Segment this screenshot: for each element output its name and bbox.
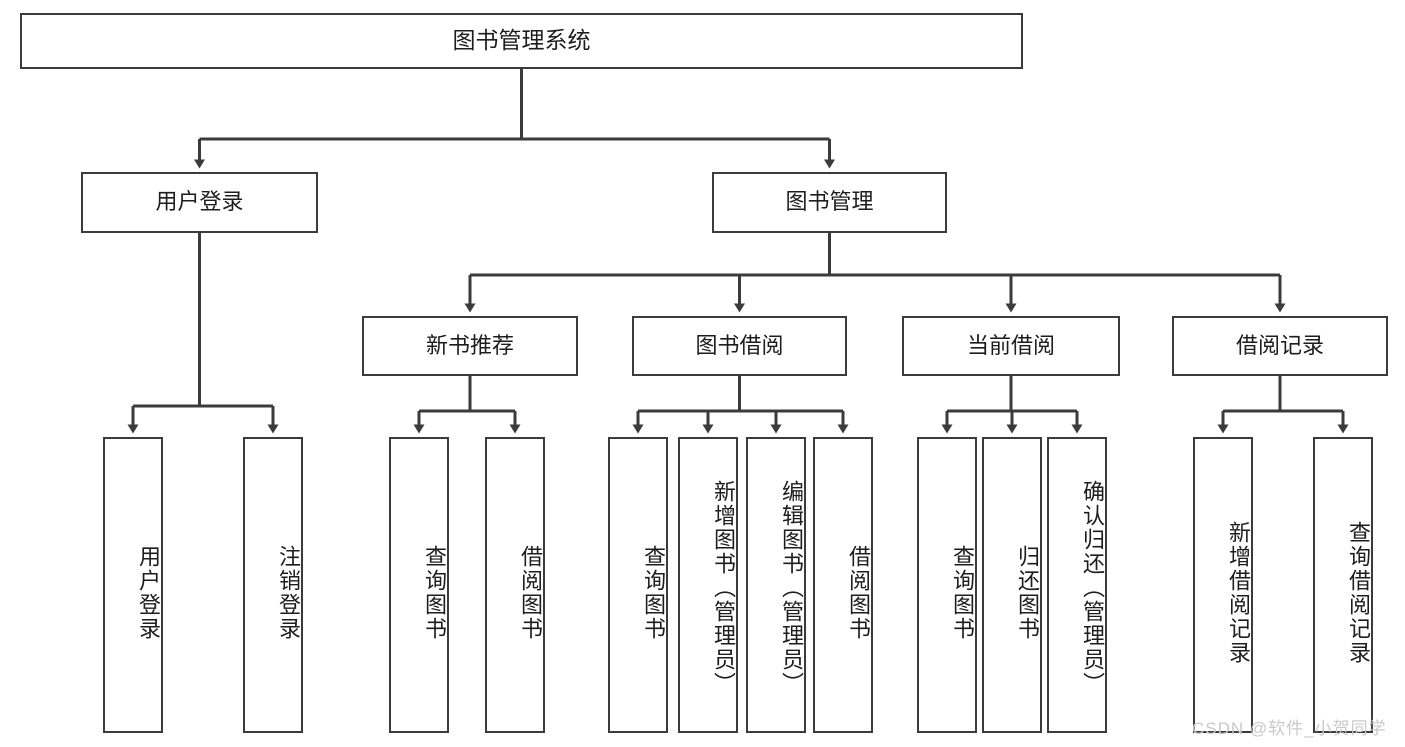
node-label: 查询图书: [641, 545, 666, 641]
node-label: 查询图书: [422, 545, 447, 641]
node-leaf-12: 查询借阅记录: [1313, 437, 1373, 733]
node-leaf-0: 用户登录: [103, 437, 163, 733]
node-label: 新增图书（管理员）: [711, 480, 736, 696]
node-label: 借阅图书: [846, 545, 871, 641]
node-label: 查询图书: [950, 545, 975, 641]
node-level3-1: 图书借阅: [632, 316, 847, 376]
node-label: 图书借阅: [695, 332, 784, 358]
node-label: 图书管理: [785, 189, 874, 215]
node-label: 查询借阅记录: [1346, 521, 1371, 665]
node-label: 注销登录: [276, 545, 301, 641]
node-leaf-8: 查询图书: [917, 437, 977, 733]
node-leaf-9: 归还图书: [982, 437, 1042, 733]
node-leaf-3: 借阅图书: [485, 437, 545, 733]
node-level3-0: 新书推荐: [362, 316, 578, 376]
node-level3-3: 借阅记录: [1172, 316, 1388, 376]
node-level3-2: 当前借阅: [902, 316, 1120, 376]
node-label: 图书管理系统: [452, 27, 591, 54]
node-label: 借阅图书: [518, 545, 543, 641]
node-leaf-1: 注销登录: [243, 437, 303, 733]
node-label: 新增借阅记录: [1226, 521, 1251, 665]
node-level2-1: 图书管理: [712, 172, 947, 233]
node-leaf-11: 新增借阅记录: [1193, 437, 1253, 733]
node-level2-0: 用户登录: [81, 172, 318, 233]
node-label: 编辑图书（管理员）: [779, 480, 804, 696]
node-label: 当前借阅: [966, 332, 1055, 358]
node-label: 用户登录: [155, 189, 244, 215]
node-leaf-6: 编辑图书（管理员）: [746, 437, 806, 733]
node-leaf-5: 新增图书（管理员）: [678, 437, 738, 733]
node-label: 新书推荐: [425, 332, 514, 358]
node-leaf-4: 查询图书: [608, 437, 668, 733]
node-label: 归还图书: [1015, 545, 1040, 641]
node-leaf-2: 查询图书: [389, 437, 449, 733]
node-root-0: 图书管理系统: [20, 13, 1023, 69]
node-label: 确认归还（管理员）: [1080, 480, 1105, 696]
node-label: 用户登录: [136, 545, 161, 641]
node-leaf-10: 确认归还（管理员）: [1047, 437, 1107, 733]
node-leaf-7: 借阅图书: [813, 437, 873, 733]
node-label: 借阅记录: [1235, 332, 1324, 358]
